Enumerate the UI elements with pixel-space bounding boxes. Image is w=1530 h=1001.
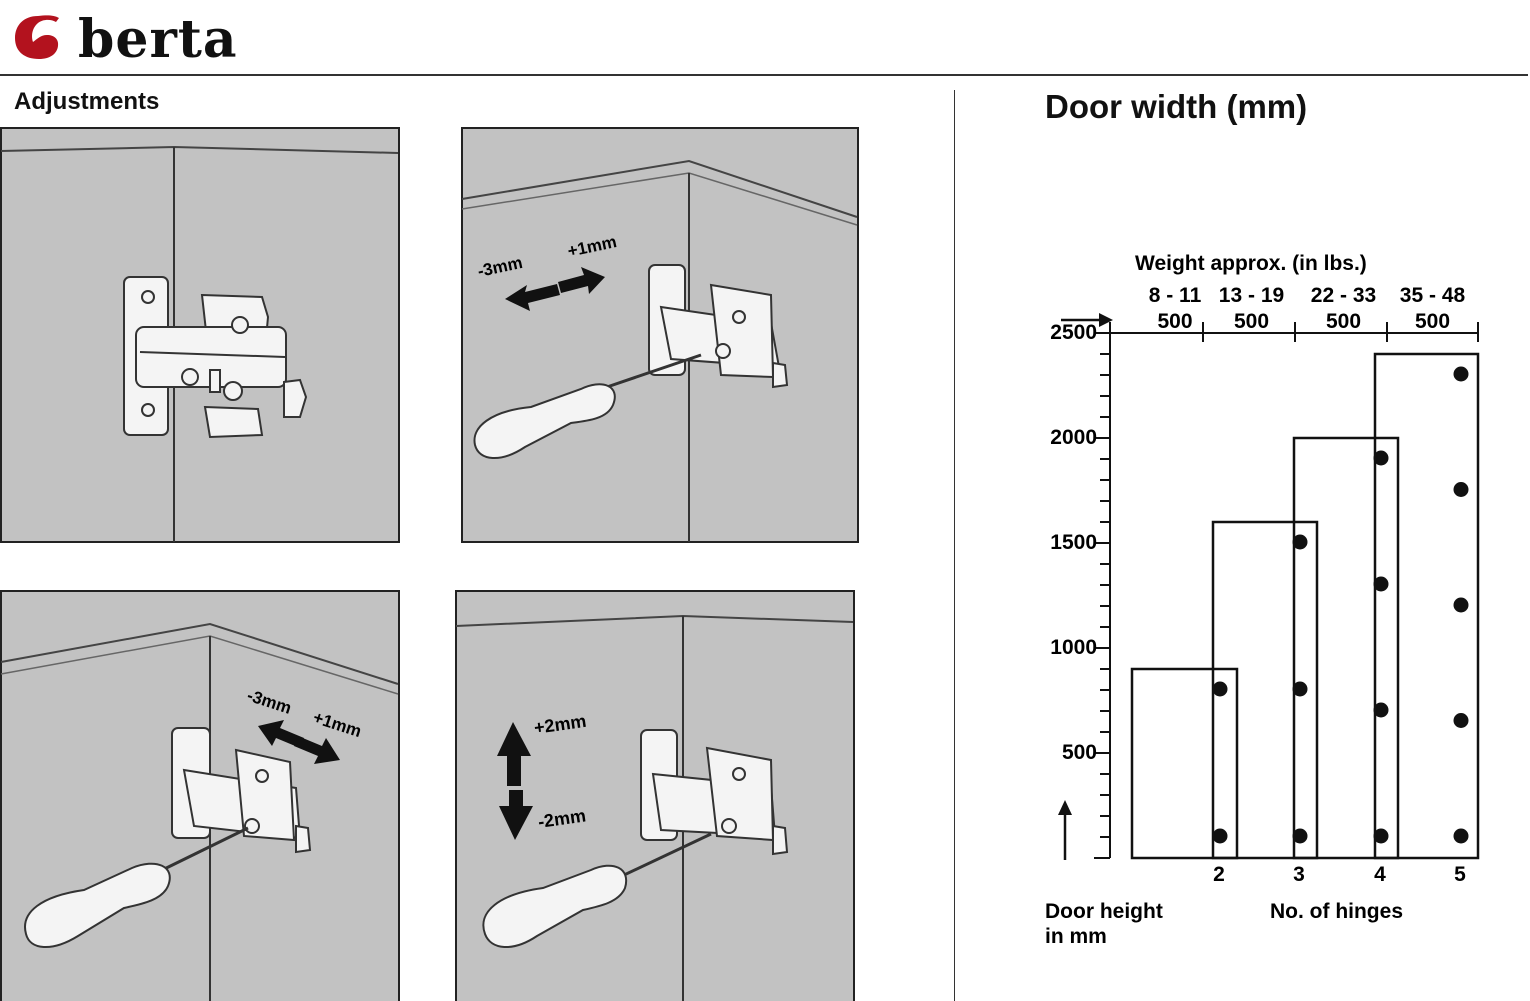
adjust-panel-d: +2mm -2mm <box>455 590 855 1001</box>
adjust-panel-a <box>0 127 400 543</box>
berta-logo: berta <box>12 10 252 66</box>
column-divider <box>954 90 955 1001</box>
top-axis-arrow-icon <box>1061 313 1113 327</box>
header-rule <box>0 74 1528 76</box>
door-width-label: 500 <box>1234 310 1269 333</box>
hinge-dot <box>1453 482 1469 497</box>
hinge-count-label: 5 <box>1454 863 1466 886</box>
hinge-icon <box>648 264 789 389</box>
hinge-dot <box>1453 597 1469 613</box>
y-tick-label: 1500 <box>1050 531 1097 554</box>
hinge-dot <box>1373 576 1389 592</box>
hinge-dot <box>1212 681 1228 697</box>
hinge-dot <box>1373 702 1389 718</box>
weight-title: Weight approx. (in lbs.) <box>1135 252 1367 275</box>
screwdriver-icon <box>473 353 702 460</box>
chart-title: Door width (mm) <box>1045 88 1308 125</box>
y-tick-label: 1000 <box>1050 636 1097 659</box>
screwdriver-icon <box>482 832 712 949</box>
hinge-icon <box>123 276 308 439</box>
hinge-icon <box>171 727 312 854</box>
brand-name: berta <box>78 9 238 70</box>
adjustments-title: Adjustments <box>14 88 160 115</box>
door-height-bar <box>1373 352 1480 860</box>
weight-range-label: 35 - 48 <box>1400 284 1466 307</box>
hinge-dot <box>1212 828 1228 844</box>
door-height-bar <box>1130 667 1239 860</box>
horizontal-adjust-arrow-icon <box>505 267 605 311</box>
hinge-dot <box>1453 828 1469 844</box>
hinge-dot <box>1453 366 1469 382</box>
y-axis-title-line: in mm <box>1045 925 1107 948</box>
y-axis-arrow-icon <box>1058 800 1072 860</box>
screwdriver-icon <box>24 826 249 949</box>
hinge-dot <box>1373 828 1389 844</box>
y-tick-label: 500 <box>1062 741 1097 764</box>
hinge-dot <box>1373 450 1389 466</box>
y-tick-label: 2500 <box>1050 321 1097 344</box>
door-height-bar <box>1292 436 1400 860</box>
header: berta <box>0 0 1530 78</box>
door-width-label: 500 <box>1157 310 1192 333</box>
hinge-icon <box>640 729 789 856</box>
hinge-count-label: 4 <box>1374 863 1386 886</box>
weight-range-label: 22 - 33 <box>1311 284 1376 307</box>
door-width-label: 500 <box>1415 310 1450 333</box>
adjust-panel-b: -3mm +1mm <box>461 127 859 543</box>
weight-range-label: 13 - 19 <box>1219 284 1284 307</box>
y-axis-title: Door height in mm <box>1045 900 1169 948</box>
x-axis-title: No. of hinges <box>1270 900 1403 923</box>
y-axis-title-line: Door height <box>1045 900 1163 923</box>
vertical-adjust-arrow-icon <box>497 722 533 840</box>
hinge-dot <box>1292 534 1308 550</box>
adjust-panel-c: -3mm +1mm <box>0 590 400 1001</box>
hinge-count-label: 3 <box>1293 863 1305 886</box>
hinge-dot <box>1292 828 1308 844</box>
hinge-dot <box>1292 681 1308 697</box>
y-tick-label: 2000 <box>1050 426 1097 449</box>
hinge-dot <box>1453 713 1469 728</box>
hinge-count-label: 2 <box>1213 863 1225 886</box>
logo-mark-icon <box>15 15 59 59</box>
weight-range-label: 8 - 11 <box>1149 284 1202 307</box>
horizontal-adjust-arrow-icon <box>258 720 340 764</box>
door-width-label: 500 <box>1326 310 1361 333</box>
